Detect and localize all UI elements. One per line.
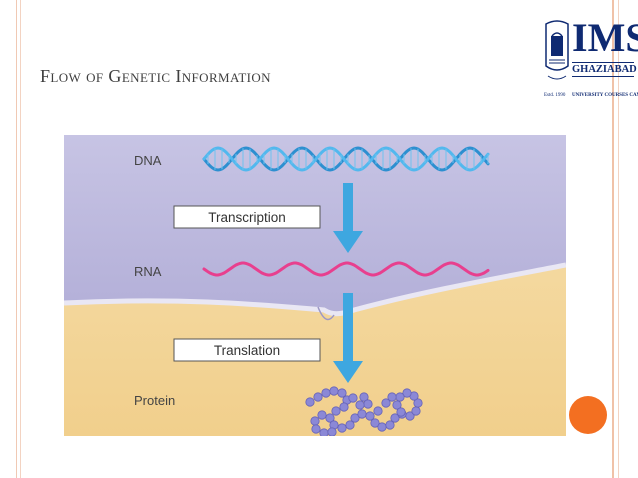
amino-acid-bead bbox=[321, 388, 331, 398]
amino-acid-bead bbox=[411, 406, 421, 416]
amino-acid-bead bbox=[348, 393, 358, 403]
amino-acid-bead bbox=[311, 424, 321, 434]
crest-icon bbox=[545, 20, 569, 80]
logo-city-text: GHAZIABAD bbox=[572, 62, 637, 77]
amino-acid-bead bbox=[329, 386, 339, 396]
logo-brand-text: IMS bbox=[572, 15, 638, 60]
amino-acid-bead bbox=[337, 423, 347, 433]
arrow-down-icon bbox=[333, 183, 363, 253]
amino-acid-bead bbox=[337, 388, 347, 398]
amino-acid-bead bbox=[325, 413, 335, 423]
decorative-dot bbox=[569, 396, 607, 434]
amino-acid-bead bbox=[395, 392, 405, 402]
arrow-down-icon bbox=[333, 293, 363, 383]
amino-acid-bead bbox=[339, 402, 349, 412]
amino-acid-bead bbox=[387, 392, 397, 402]
amino-acid-bead bbox=[363, 399, 373, 409]
rna-strand bbox=[202, 261, 490, 277]
transcription-label: Transcription bbox=[208, 210, 286, 225]
amino-acid-bead bbox=[357, 409, 367, 419]
amino-acid-bead bbox=[405, 411, 415, 421]
amino-acid-bead bbox=[345, 420, 355, 430]
protein-chain bbox=[305, 386, 423, 436]
amino-acid-bead bbox=[327, 427, 337, 436]
amino-acid-bead bbox=[373, 406, 383, 416]
amino-acid-bead bbox=[310, 416, 320, 426]
logo-campus-text: UNIVERSITY COURSES CAMPUS bbox=[572, 93, 638, 98]
amino-acid-bead bbox=[313, 392, 323, 402]
left-border-line bbox=[16, 0, 17, 478]
amino-acid-bead bbox=[350, 413, 360, 423]
right-border-line bbox=[618, 0, 619, 478]
left-border-line bbox=[20, 0, 21, 478]
dna-label: DNA bbox=[134, 153, 162, 168]
slide-title: Flow of Genetic Information bbox=[40, 66, 271, 86]
institution-logo: IMS GHAZIABAD Estd. 1990 UNIVERSITY COUR… bbox=[544, 15, 638, 102]
amino-acid-bead bbox=[385, 420, 395, 430]
amino-acid-bead bbox=[317, 410, 327, 420]
right-border-line bbox=[612, 0, 614, 478]
translation-label: Translation bbox=[214, 343, 280, 358]
genetic-flow-diagram: Transcription Translation DNA RNA Protei… bbox=[64, 135, 566, 436]
logo-established-text: Estd. 1990 bbox=[544, 93, 566, 98]
rna-label: RNA bbox=[134, 264, 162, 279]
amino-acid-bead bbox=[359, 392, 369, 402]
amino-acid-bead bbox=[305, 397, 315, 407]
amino-acid-bead bbox=[331, 406, 341, 416]
amino-acid-bead bbox=[365, 411, 375, 421]
amino-acid-bead bbox=[319, 428, 329, 436]
amino-acid-bead bbox=[396, 407, 406, 417]
amino-acid-bead bbox=[392, 400, 402, 410]
nuclear-membrane bbox=[64, 262, 566, 317]
amino-acid-bead bbox=[355, 400, 365, 410]
amino-acid-bead bbox=[381, 398, 391, 408]
dna-helix bbox=[202, 146, 490, 172]
amino-acid-bead bbox=[377, 422, 387, 432]
nuclear-pore bbox=[317, 306, 335, 321]
amino-acid-bead bbox=[390, 413, 400, 423]
translation-box bbox=[173, 338, 321, 362]
amino-acid-bead bbox=[402, 388, 412, 398]
protein-label: Protein bbox=[134, 393, 175, 408]
amino-acid-bead bbox=[413, 398, 423, 408]
amino-acid-bead bbox=[370, 418, 380, 428]
transcription-box bbox=[173, 205, 321, 229]
